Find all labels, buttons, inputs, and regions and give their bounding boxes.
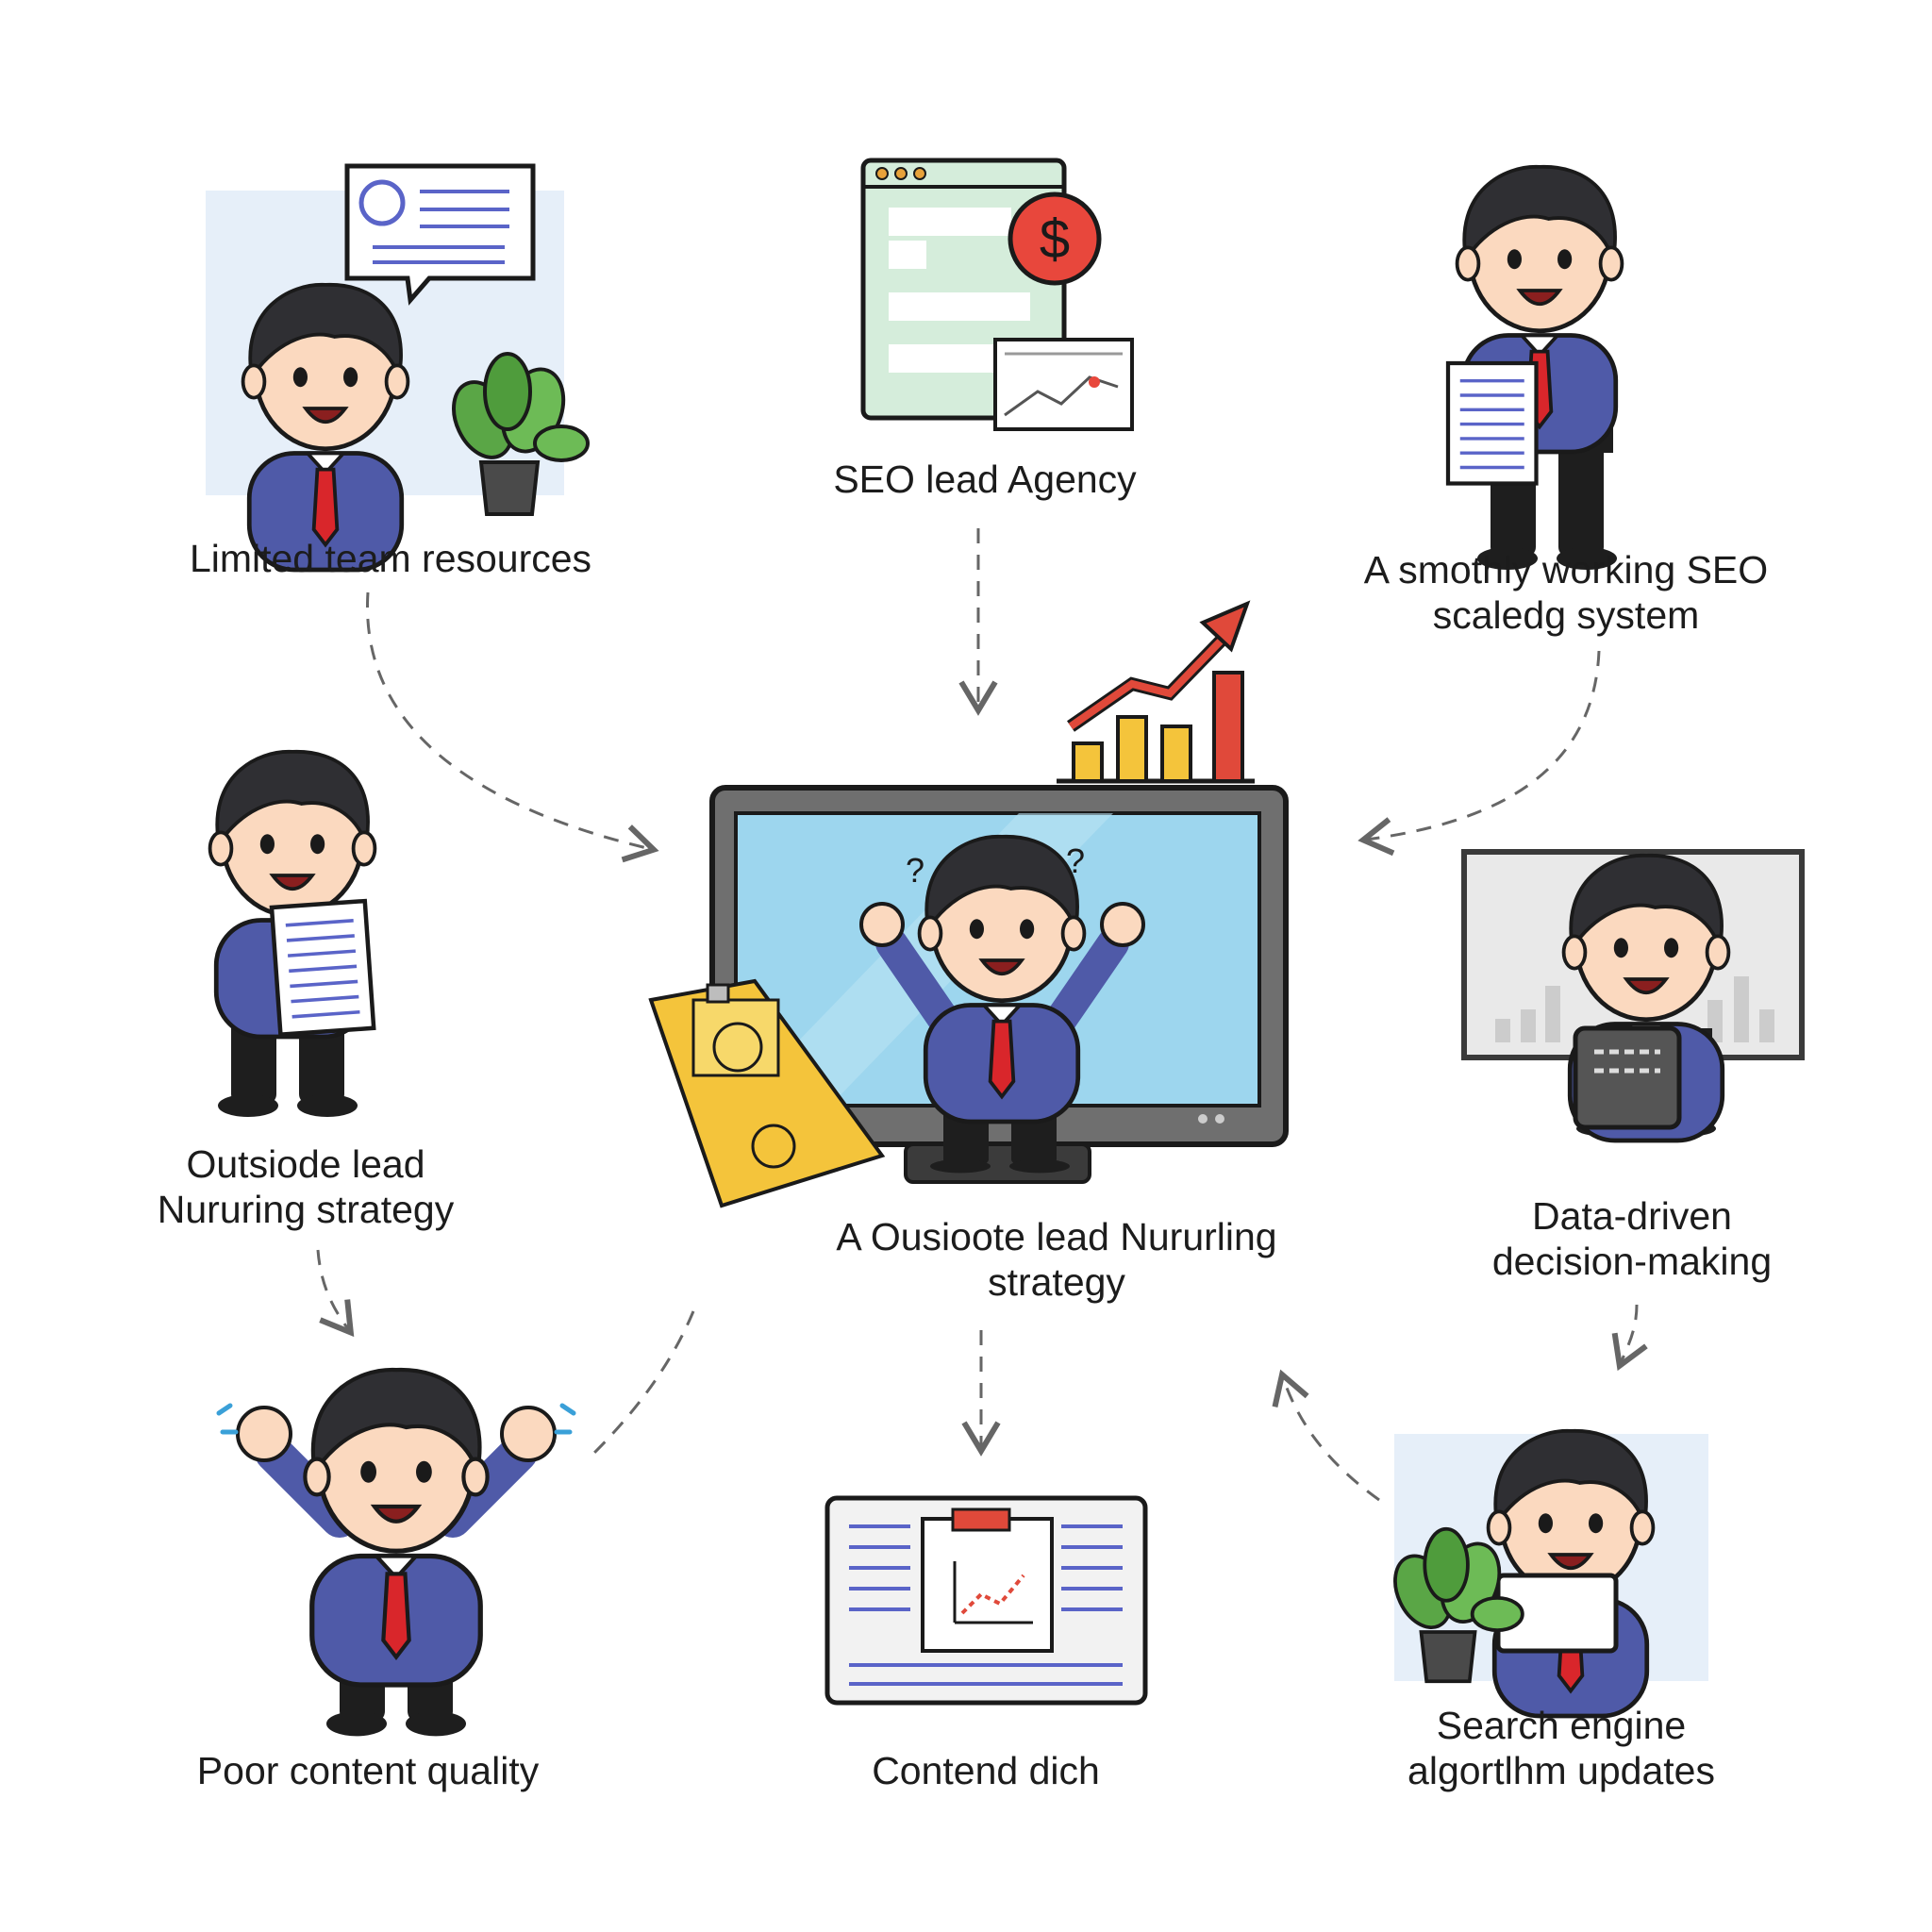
arrow-limited-to-center <box>366 591 659 863</box>
center-label-line-2: strategy <box>988 1260 1125 1304</box>
sticky-notes-icon <box>648 978 886 1208</box>
growth-chart-icon <box>1057 600 1255 784</box>
flow-arrows <box>316 528 1648 1502</box>
arrow-search-to-center <box>1272 1369 1380 1502</box>
center-label-line-1: A Ousioote lead Nururling <box>836 1215 1277 1258</box>
search-engine-label-line-2: algortlhm updates <box>1407 1749 1715 1792</box>
arrow-outside-to-poor <box>316 1249 355 1338</box>
dollar-icon: $ <box>1008 192 1102 286</box>
cheering-arms <box>859 902 1145 1035</box>
content-dich-label: Contend dich <box>797 1748 1174 1793</box>
content-dich-illustration <box>824 1495 1148 1706</box>
arrow-data-to-search <box>1611 1304 1648 1372</box>
svg-text:$: $ <box>1040 208 1070 270</box>
poor-content-illustration <box>216 1370 576 1737</box>
limited-team-label: Limited team resources <box>155 536 626 581</box>
limited-team-label-line-1: Limited team resources <box>189 537 592 580</box>
small-chart-window-icon <box>993 338 1134 431</box>
seo-agency-label: SEO lead Agency <box>749 457 1221 502</box>
smooth-system-label: A smothly working SEO scaledg system <box>1311 547 1821 638</box>
speech-bubble-icon <box>344 163 536 306</box>
arrow-center-to-poor <box>592 1310 695 1455</box>
svg-text:?: ? <box>906 851 924 890</box>
poor-content-label: Poor content quality <box>132 1748 604 1793</box>
seo-agency-illustration: $ <box>860 158 1134 431</box>
outside-lead-label-line-2: Nururing strategy <box>157 1188 455 1231</box>
outside-lead-illustration <box>210 752 375 1117</box>
poor-content-label-line-1: Poor content quality <box>196 1749 540 1792</box>
smooth-system-label-line-2: scaledg system <box>1432 593 1700 637</box>
limited-team-illustration <box>206 163 590 570</box>
center-label: A Ousioote lead Nururling strategy <box>764 1214 1349 1305</box>
outside-lead-label: Outsiode lead Nururing strategy <box>117 1141 494 1232</box>
outside-lead-label-line-1: Outsiode lead <box>186 1142 425 1186</box>
smooth-system-illustration <box>1448 167 1622 570</box>
arrow-smooth-to-center <box>1357 650 1601 857</box>
seo-agency-label-line-1: SEO lead Agency <box>833 458 1137 501</box>
data-driven-illustration <box>1461 849 1805 1141</box>
content-dich-label-line-1: Contend dich <box>872 1749 1100 1792</box>
search-engine-illustration <box>1382 1431 1708 1716</box>
data-driven-label-line-2: decision-making <box>1491 1240 1773 1283</box>
data-driven-label: Data-driven decision-making <box>1443 1193 1821 1284</box>
search-engine-label-line-1: Search engine <box>1436 1704 1687 1747</box>
data-driven-label-line-1: Data-driven <box>1532 1194 1732 1238</box>
search-engine-label: Search engine algortlhm updates <box>1358 1703 1764 1793</box>
smooth-system-label-line-1: A smothly working SEO <box>1363 548 1769 591</box>
svg-text:?: ? <box>1066 841 1085 880</box>
center-illustration: ? ? <box>648 600 1289 1208</box>
